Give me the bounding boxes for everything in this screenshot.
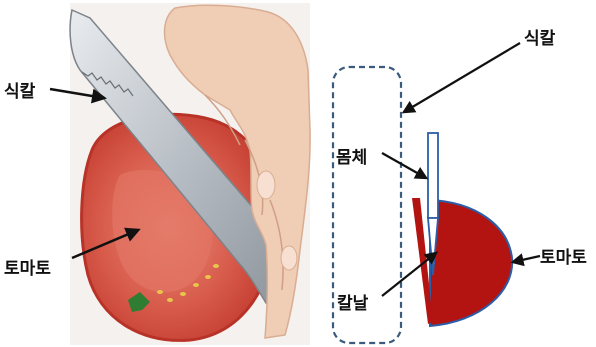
- diagram-body-arrow: [382, 153, 426, 178]
- photo-panel: 식칼 토마토: [4, 3, 310, 345]
- fingernail: [281, 246, 297, 270]
- tomato-diagram: [430, 200, 512, 326]
- diagram-body-label: 몸체: [336, 148, 367, 168]
- photo-knife-label: 식칼: [4, 82, 36, 102]
- knife-body-diagram: [428, 133, 438, 218]
- diagram-blade-label: 칼날: [337, 294, 369, 314]
- diagram-knife-arrow: [404, 43, 520, 112]
- diagram-tomato-label: 토마토: [540, 248, 587, 268]
- photo-tomato-label: 토마토: [4, 259, 51, 279]
- fingernail: [257, 171, 275, 199]
- diagram-tomato-arrow: [513, 256, 540, 262]
- diagram-panel: 식칼 몸체 칼날 토마토: [333, 29, 587, 343]
- diagram-knife-label: 식칼: [524, 29, 556, 49]
